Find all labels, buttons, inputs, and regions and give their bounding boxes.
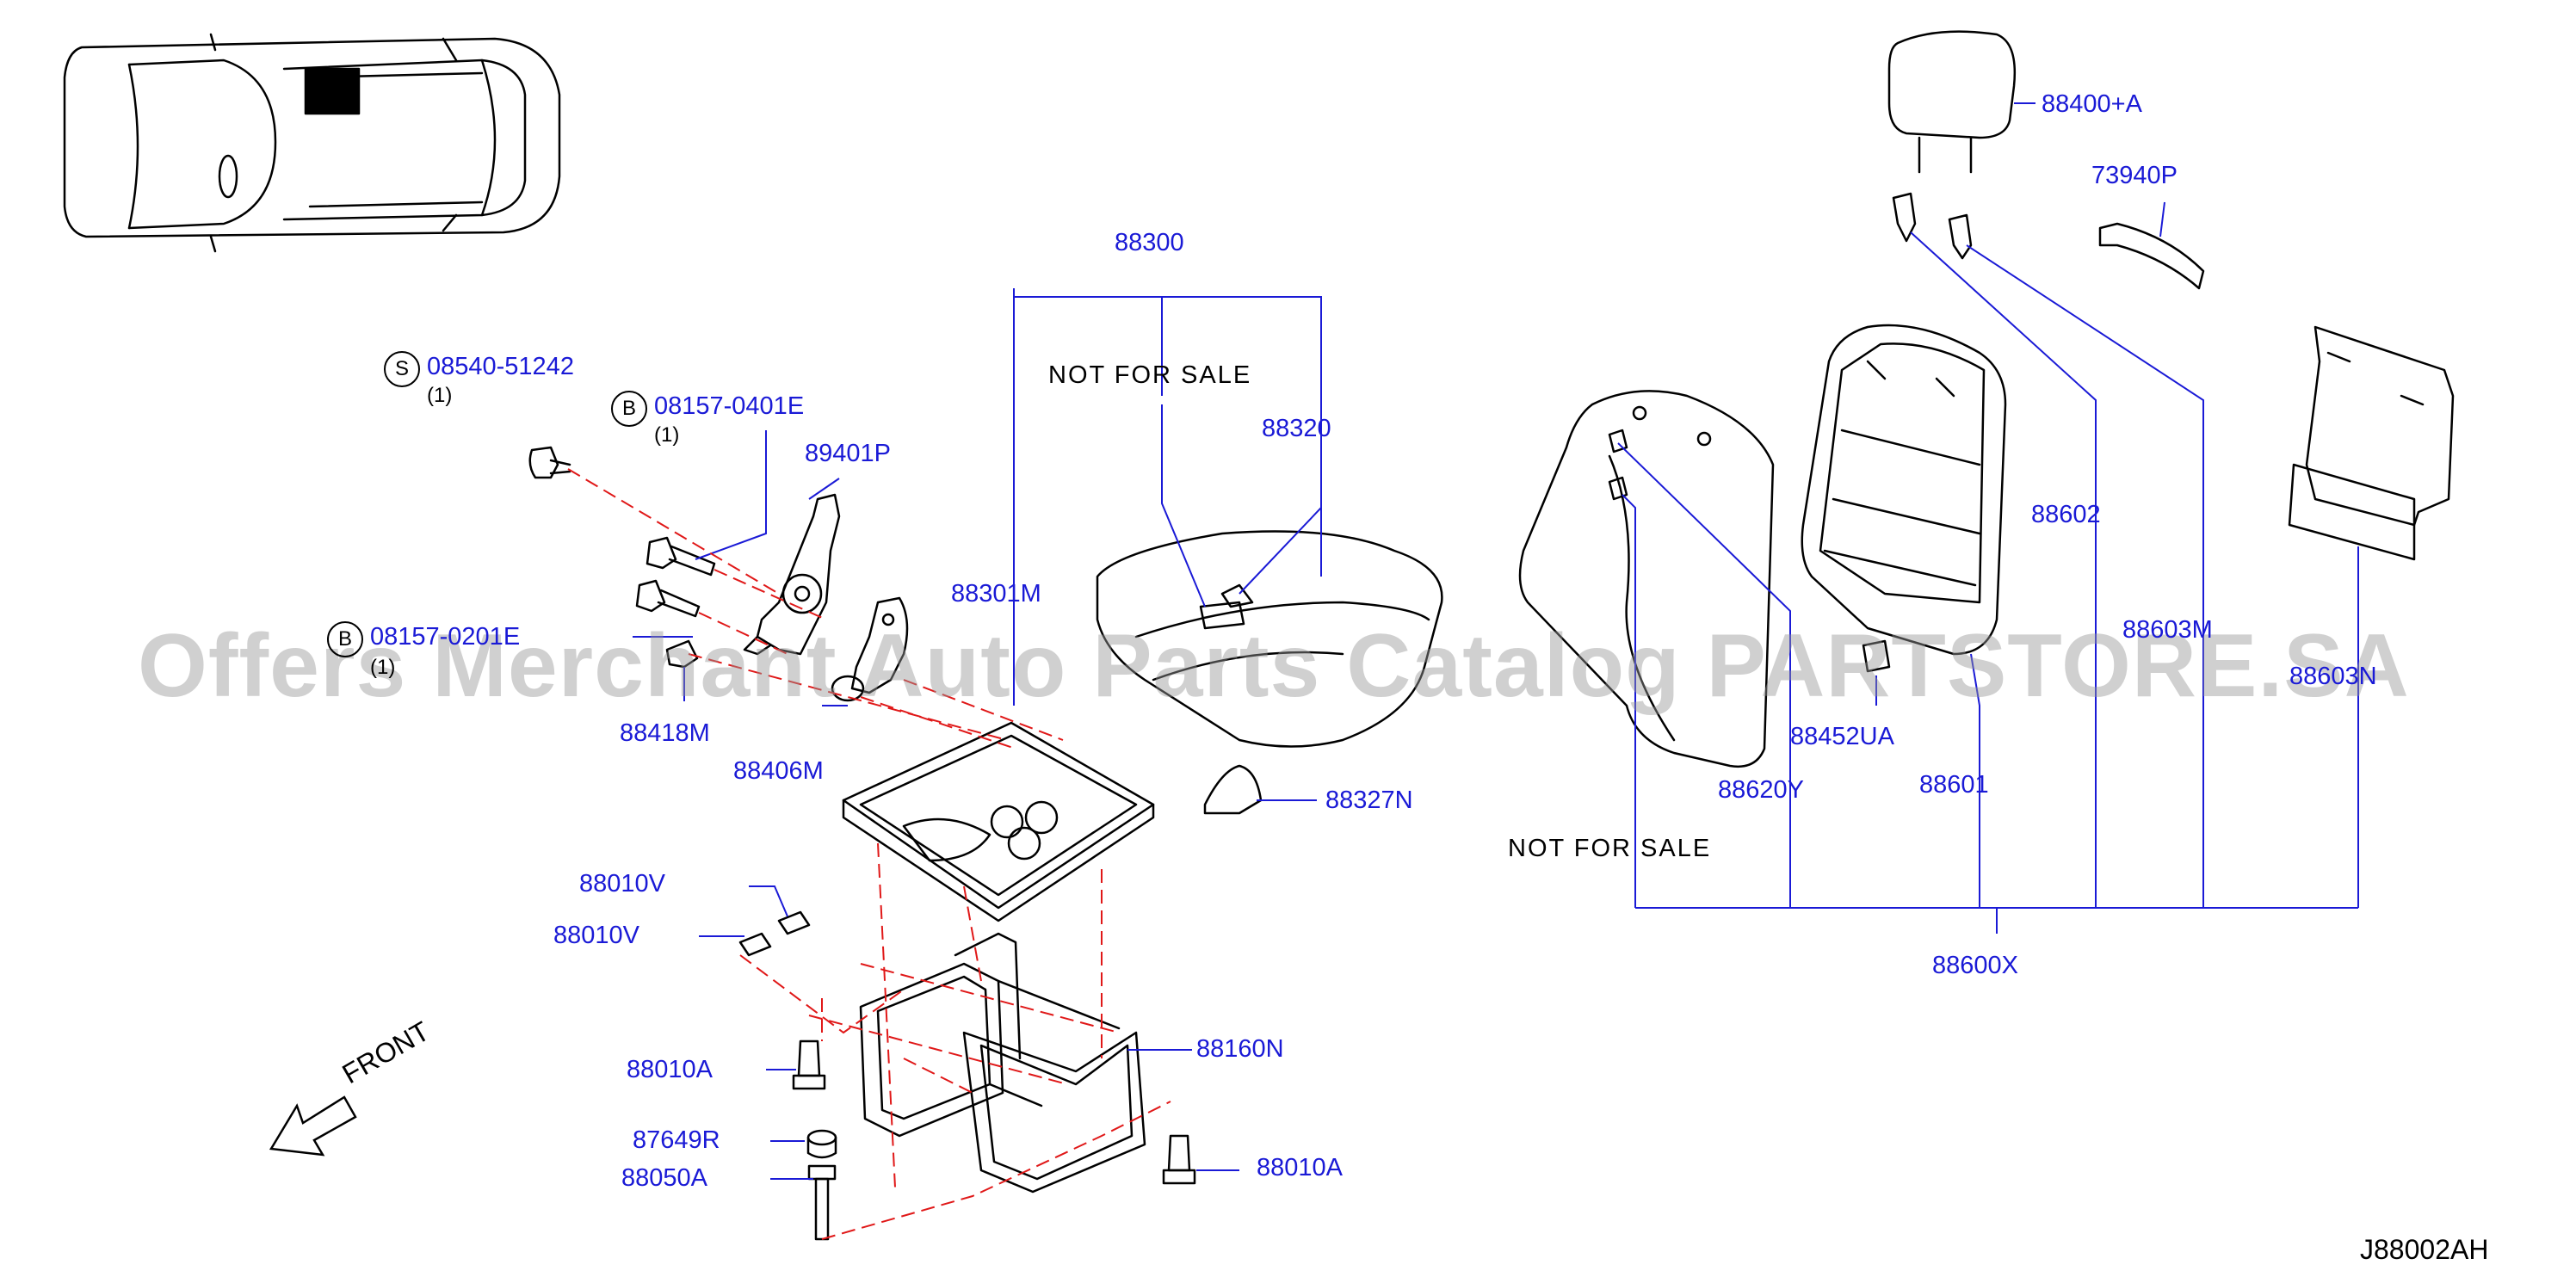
part-link-88620Y[interactable]: 88620Y	[1718, 776, 1804, 804]
diagram-reference-code: J88002AH	[2360, 1234, 2489, 1265]
part-link-88600X[interactable]: 88600X	[1932, 952, 2018, 979]
part-link-88452UA[interactable]: 88452UA	[1790, 723, 1894, 750]
cover-88406M-illustration	[831, 596, 909, 702]
seat-frame-88301M-illustration	[842, 721, 1155, 922]
clips-88010V-illustration	[738, 910, 811, 957]
part-link-88418M[interactable]: 88418M	[620, 719, 710, 747]
alignment-lines	[567, 468, 1171, 1240]
part-link-88601[interactable]: 88601	[1919, 771, 1989, 799]
bolts-88010A-illustration	[792, 1039, 1196, 1185]
part-link-88010V-1[interactable]: 88010V	[579, 870, 665, 898]
part-link-87649R[interactable]: 87649R	[633, 1126, 720, 1154]
seat-cushion-illustration	[1096, 530, 1443, 748]
part-link-88602[interactable]: 88602	[2031, 501, 2101, 528]
qty-b-2: (1)	[370, 656, 396, 679]
part-link-73940P[interactable]: 73940P	[2091, 162, 2178, 189]
part-link-08540-51242[interactable]: 08540-51242	[427, 353, 574, 380]
front-arrow-icon	[269, 1095, 357, 1157]
vehicle-top-view-illustration	[63, 33, 561, 253]
symbol-s: S	[384, 351, 420, 387]
part-link-88300[interactable]: 88300	[1115, 229, 1184, 256]
part-link-88301M[interactable]: 88301M	[951, 580, 1041, 608]
symbol-b-1: B	[611, 391, 647, 427]
part-link-08157-0401E[interactable]: 08157-0401E	[654, 392, 805, 420]
seatback-trim-88620Y-illustration	[1518, 390, 1775, 768]
symbol-b-2: B	[327, 621, 363, 657]
part-link-88160N[interactable]: 88160N	[1196, 1035, 1284, 1063]
part-link-08157-0201E[interactable]: 08157-0201E	[370, 623, 521, 651]
headrest-88400-illustration	[1887, 30, 2016, 260]
cap-88327N-illustration	[1203, 764, 1263, 815]
part-link-88406M[interactable]: 88406M	[733, 757, 824, 785]
part-link-88603N[interactable]: 88603N	[2289, 663, 2377, 690]
bracket-89401P-illustration	[743, 493, 841, 656]
not-for-sale-note-back: NOT FOR SALE	[1508, 835, 1712, 862]
lower-frame-88160N-illustration	[859, 932, 1146, 1194]
part-link-88400-A[interactable]: 88400+A	[2042, 90, 2142, 118]
handle-73940P-illustration	[2098, 222, 2205, 290]
back-board-88603N-illustration	[2288, 325, 2455, 561]
bolts-08157-illustration	[635, 536, 716, 618]
not-for-sale-note-cushion: NOT FOR SALE	[1048, 361, 1252, 389]
part-link-89401P[interactable]: 89401P	[805, 440, 891, 467]
bolt-08540-illustration	[528, 446, 571, 479]
qty-b-1: (1)	[654, 423, 680, 447]
qty-s: (1)	[427, 384, 453, 407]
part-link-88010A-1[interactable]: 88010A	[627, 1056, 713, 1083]
clip-88452UA-illustration	[1862, 639, 1891, 673]
part-link-88603M[interactable]: 88603M	[2122, 616, 2213, 644]
leader-lines	[633, 102, 2359, 1180]
part-link-88050A[interactable]: 88050A	[621, 1164, 707, 1192]
bolt-88050A-illustration	[807, 1164, 837, 1241]
part-link-88010A-2[interactable]: 88010A	[1257, 1154, 1343, 1181]
seatback-frame-88601-illustration	[1801, 324, 2007, 656]
nut-87649R-illustration	[806, 1129, 837, 1159]
part-link-88327N[interactable]: 88327N	[1325, 787, 1413, 814]
cover-88418M-illustration	[665, 639, 699, 669]
part-link-88010V-2[interactable]: 88010V	[553, 922, 639, 949]
part-link-88320[interactable]: 88320	[1262, 415, 1331, 442]
